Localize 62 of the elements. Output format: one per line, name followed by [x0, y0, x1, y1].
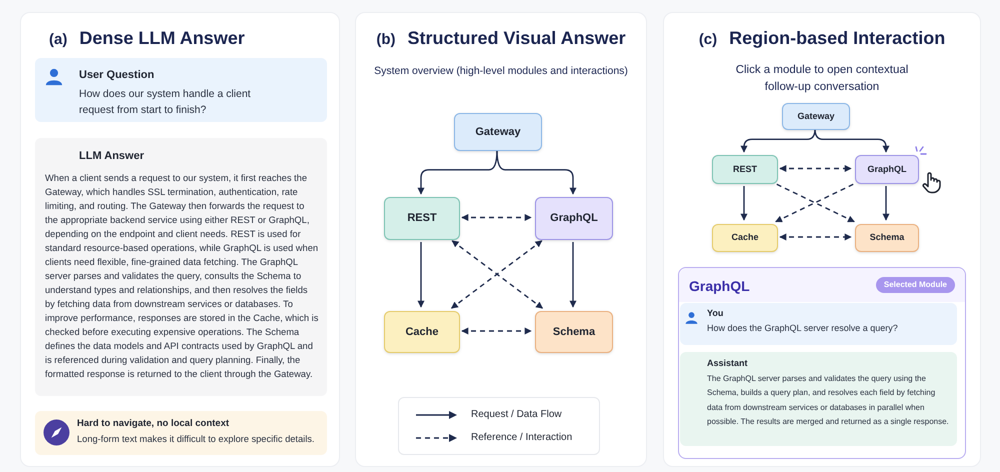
module-box — [384, 311, 460, 353]
legend-text: Reference / Interaction — [471, 431, 572, 445]
arrow — [570, 242, 576, 308]
panel-subtitle: System overview (high-level modules and interactions) — [373, 64, 629, 79]
arrow — [418, 242, 424, 308]
double-headed-arrow — [779, 234, 852, 240]
panel-card — [663, 12, 981, 467]
module-title: GraphQL — [689, 277, 750, 296]
panel-card — [355, 12, 647, 467]
message-text: How does our system handle a client request from start to finish? — [79, 86, 252, 118]
double-headed-arrow — [461, 214, 532, 221]
question-card — [35, 58, 327, 122]
selected-badge: Selected Module — [876, 277, 955, 293]
module-label: GraphQL — [867, 162, 906, 176]
arrow — [740, 128, 816, 153]
module-label: Schema — [870, 231, 904, 244]
answer-card — [680, 352, 957, 446]
arrow — [882, 186, 890, 221]
arrow — [814, 128, 890, 153]
module-label: Cache — [405, 324, 439, 340]
warning-card — [35, 411, 327, 455]
module-box — [535, 311, 613, 353]
panel-title: Dense LLM Answer — [79, 27, 245, 50]
module-label: REST — [407, 211, 437, 226]
arrow — [418, 150, 498, 195]
module-box — [454, 113, 542, 151]
module-box — [782, 103, 850, 130]
panel-card — [20, 12, 340, 467]
panel-label: (b) — [376, 30, 396, 50]
message-author: LLM Answer — [78, 149, 145, 164]
panel-title: Structured Visual Answer — [408, 27, 626, 50]
double-headed-arrow — [779, 165, 852, 172]
module-box — [712, 155, 778, 184]
module-label: Gateway — [475, 124, 521, 140]
arrow — [740, 186, 748, 221]
module-box — [855, 224, 919, 252]
panel-title: Region-based Interaction — [729, 27, 946, 50]
warning-title: Hard to navigate, no local context — [77, 417, 230, 431]
module-box — [855, 155, 919, 184]
panel-label: (c) — [698, 30, 718, 50]
module-box — [712, 224, 778, 252]
module-box — [384, 197, 460, 240]
module-label: REST — [732, 162, 757, 176]
question-card — [680, 303, 957, 345]
message-author: User Question — [79, 68, 156, 83]
message-author: Assistant — [707, 357, 749, 370]
arrow — [496, 150, 576, 195]
warning-text: Long-form text makes it difficult to explore specific details. — [77, 433, 316, 446]
module-box — [535, 197, 613, 240]
legend-text: Request / Data Flow — [471, 408, 562, 422]
module-label: Gateway — [797, 110, 835, 123]
module-label: GraphQL — [550, 211, 598, 226]
message-text: How does the GraphQL server resolve a query? — [707, 322, 899, 334]
chat-panel — [678, 267, 966, 459]
panel-label: (a) — [49, 30, 68, 50]
panel-subtitle: Click a module to open contextual follow-up conversation — [734, 63, 910, 95]
message-text: The GraphQL server parses and validates the query using the Schema, builds a query plan, and resolves each field by fetching data from downstream services or databases in parallel when possible. The results are merged and returned as a single response. — [707, 372, 950, 428]
module-label: Schema — [552, 324, 596, 340]
module-label: Cache — [731, 231, 758, 244]
message-text: When a client sends a request to our system, it first reaches the Gateway, which handles SSL termination, authentication, rate limiting, and routing. The Gateway then forwards the request to the appropriate backend service using either REST or GraphQL, depending on the endpoint and client needs. REST is used for standard resource-based operations, while GraphQL is used when clients need flexible, fine-grained data fetching. The GraphQL server parses and validates the query, consults the Schema to understand types and relationships, and then resolves the fields by fetching data from downstream services or databases. To improve performance, responses are stored in the Cache, which is checked before executing expensive operations. The Schema defines the data models and API contracts used by GraphQL and is referenced during validation and query planning. Finally, the formatted response is returned to the client through the Gateway. — [45, 172, 319, 380]
message-author: You — [707, 307, 724, 320]
double-headed-arrow — [461, 328, 532, 334]
